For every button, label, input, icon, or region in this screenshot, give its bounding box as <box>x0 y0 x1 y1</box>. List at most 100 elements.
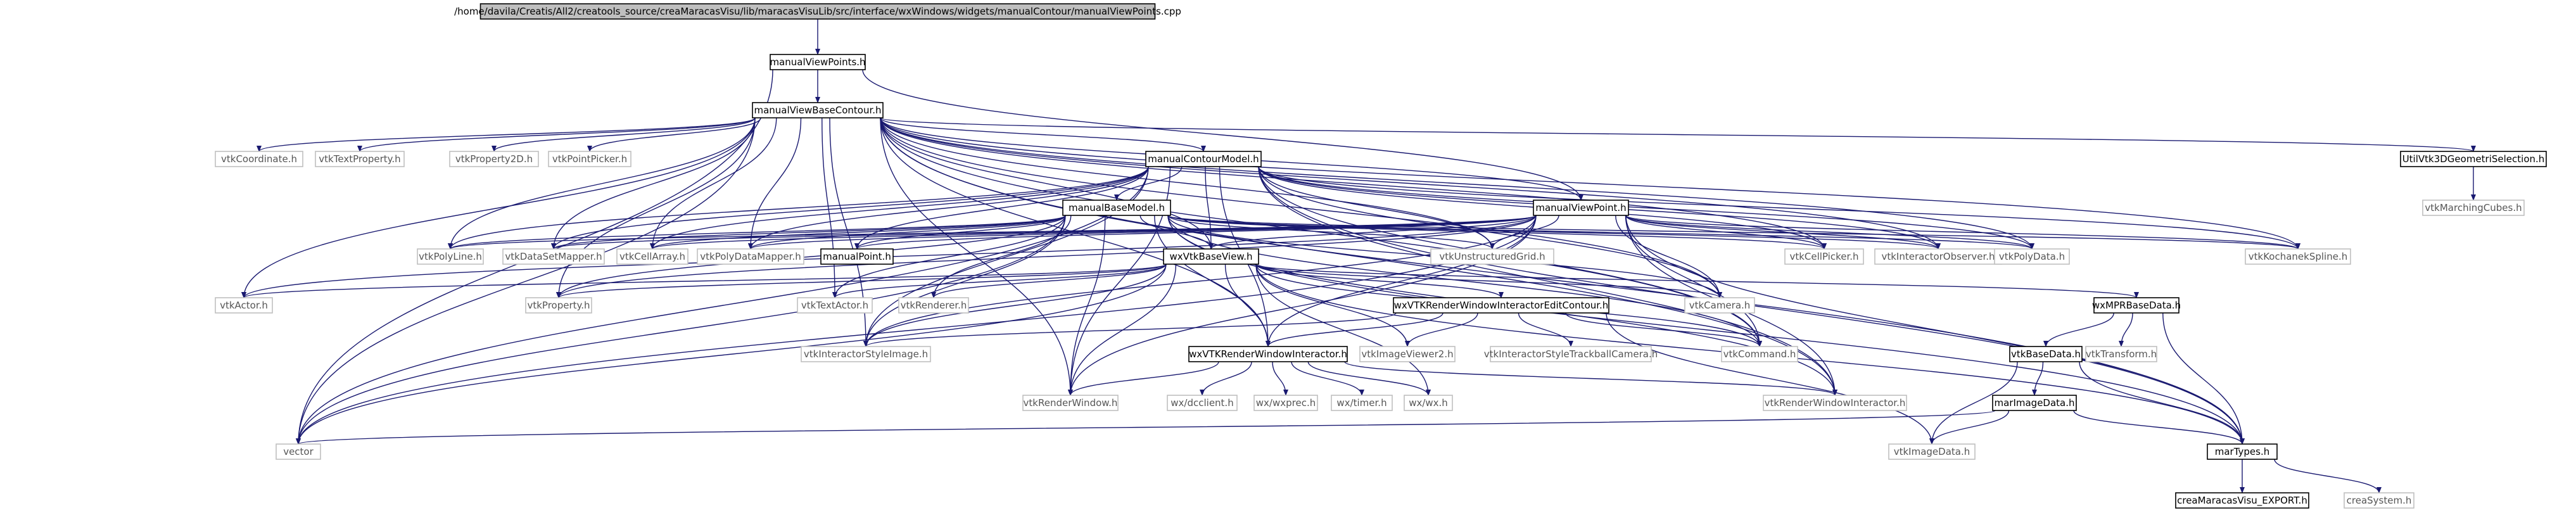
include-edge <box>241 264 1167 298</box>
include-edge <box>1266 215 1537 347</box>
include-edge <box>2274 459 2382 493</box>
include-edge <box>748 215 1537 250</box>
node-label: vtkCellArray.h <box>619 251 685 262</box>
include-edge <box>587 117 761 152</box>
include-edge <box>854 215 1066 250</box>
node-vtkcamera: vtkCamera.h <box>1684 297 1755 314</box>
include-edge <box>296 410 1996 445</box>
node-export[interactable]: creaMaracasVisu_EXPORT.h <box>2175 492 2309 509</box>
node-box <box>898 297 969 314</box>
node-vtktransform: vtkTransform.h <box>2085 346 2157 362</box>
node-mpoint[interactable]: manualPoint.h <box>820 248 894 265</box>
node-box <box>1721 346 1798 362</box>
node-mvps-h[interactable]: manualViewPoints.h <box>770 54 866 70</box>
include-edge <box>748 117 802 250</box>
node-label: vtkTransform.h <box>2086 348 2157 360</box>
node-box <box>1994 248 2070 265</box>
include-edge <box>1255 264 1722 298</box>
node-label: manualPoint.h <box>823 251 891 262</box>
node-box <box>1167 395 1238 411</box>
node-box <box>1022 395 1119 411</box>
node-label: wxMPRBaseData.h <box>2092 300 2181 311</box>
include-edge <box>1258 166 1837 396</box>
include-edge <box>1068 215 1106 396</box>
node-box <box>1684 297 1755 314</box>
node-label: manualBaseModel.h <box>1069 202 1165 213</box>
node-label: creaMaracasVisu_EXPORT.h <box>2177 495 2307 507</box>
node-wxrwiec[interactable]: wxVTKRenderWindowInteractorEditContour.h <box>1393 297 1609 314</box>
node-box <box>1490 346 1652 362</box>
node-mcm[interactable]: manualContourModel.h <box>1145 151 1262 167</box>
include-edge <box>880 117 1073 396</box>
node-label: manualContourModel.h <box>1148 153 1259 165</box>
node-wxtimer: wx/timer.h <box>1331 395 1393 411</box>
include-edge <box>1929 361 2018 445</box>
node-box <box>697 248 804 265</box>
node-vector: vector <box>276 443 321 460</box>
include-edge <box>556 264 1167 298</box>
node-box <box>2009 346 2083 362</box>
node-vtkrw: vtkRenderWindow.h <box>1022 395 1119 411</box>
node-box <box>2175 492 2309 509</box>
node-box <box>1430 248 1554 265</box>
include-edge <box>1255 264 1431 396</box>
include-edge <box>1518 312 1573 347</box>
node-box <box>820 248 894 265</box>
node-vtkcellarr: vtkCellArray.h <box>616 248 688 265</box>
node-label: vtkCellPicker.h <box>1789 251 1858 262</box>
node-vtkiobs: vtkInteractorObserver.h <box>1874 248 2002 265</box>
include-edge <box>1205 166 1214 250</box>
include-edge <box>1255 264 1410 347</box>
node-mvbc[interactable]: manualViewBaseContour.h <box>752 102 884 118</box>
include-edge <box>1068 361 1219 396</box>
node-label: wxVTKRenderWindowInteractor.h <box>1189 348 1347 360</box>
node-label: vtkActor.h <box>220 300 268 311</box>
node-wxprec: wx/wxprec.h <box>1253 395 1318 411</box>
node-label: manualViewBaseContour.h <box>754 105 881 116</box>
include-edge <box>880 117 1827 250</box>
include-edge <box>1625 215 1941 250</box>
node-mbm[interactable]: manualBaseModel.h <box>1062 200 1171 216</box>
include-edge <box>832 215 1066 298</box>
node-vtkbd[interactable]: vtkBaseData.h <box>2009 346 2083 362</box>
include-edge <box>650 117 777 250</box>
node-box <box>2422 200 2525 216</box>
include-edge <box>1266 312 1443 347</box>
node-wxvbv[interactable]: wxVtkBaseView.h <box>1163 248 1259 265</box>
node-box <box>2085 346 2157 362</box>
include-edge <box>880 117 2476 152</box>
node-label: vtkProperty2D.h <box>455 153 533 165</box>
node-box <box>752 102 884 118</box>
node-box <box>525 297 592 314</box>
node-box <box>1163 248 1259 265</box>
include-edge <box>863 312 1397 347</box>
include-edge <box>1167 215 1762 347</box>
node-box <box>315 151 405 167</box>
include-edge <box>556 215 1066 298</box>
include-edge <box>822 117 837 298</box>
include-edge <box>1255 264 1504 298</box>
node-label: vtkImageData.h <box>1894 446 1970 457</box>
node-mvp[interactable]: manualViewPoint.h <box>1533 200 1629 216</box>
node-label: vtkRenderWindow.h <box>1024 397 1118 409</box>
include-edge <box>296 264 1167 445</box>
include-edge <box>1167 215 1495 250</box>
node-wxrwi[interactable]: wxVTKRenderWindowInteractor.h <box>1188 346 1348 362</box>
include-edge <box>1615 215 1722 298</box>
include-edge <box>650 215 1537 250</box>
include-edge <box>1625 215 2245 445</box>
include-edge <box>1307 361 1431 396</box>
node-martypes[interactable]: marTypes.h <box>2207 443 2278 460</box>
node-vtkactor: vtkActor.h <box>215 297 273 314</box>
node-vtkcommand: vtkCommand.h <box>1721 346 1798 362</box>
node-util3d[interactable]: UtilVtk3DGeometriSelection.h <box>2400 151 2547 167</box>
include-edge <box>241 117 756 298</box>
include-edge <box>931 215 1072 298</box>
node-label: wx/timer.h <box>1336 397 1386 409</box>
node-wxmpr[interactable]: wxMPRBaseData.h <box>2092 297 2181 314</box>
node-mid[interactable]: marImageData.h <box>1992 395 2077 411</box>
node-vtkugrid: vtkUnstructuredGrid.h <box>1430 248 1554 265</box>
node-vtkpdm: vtkPolyDataMapper.h <box>697 248 804 265</box>
node-root[interactable]: /home/davila/Creatis/All2/creatools_sour… <box>454 3 1181 20</box>
include-edge <box>1344 361 1837 396</box>
